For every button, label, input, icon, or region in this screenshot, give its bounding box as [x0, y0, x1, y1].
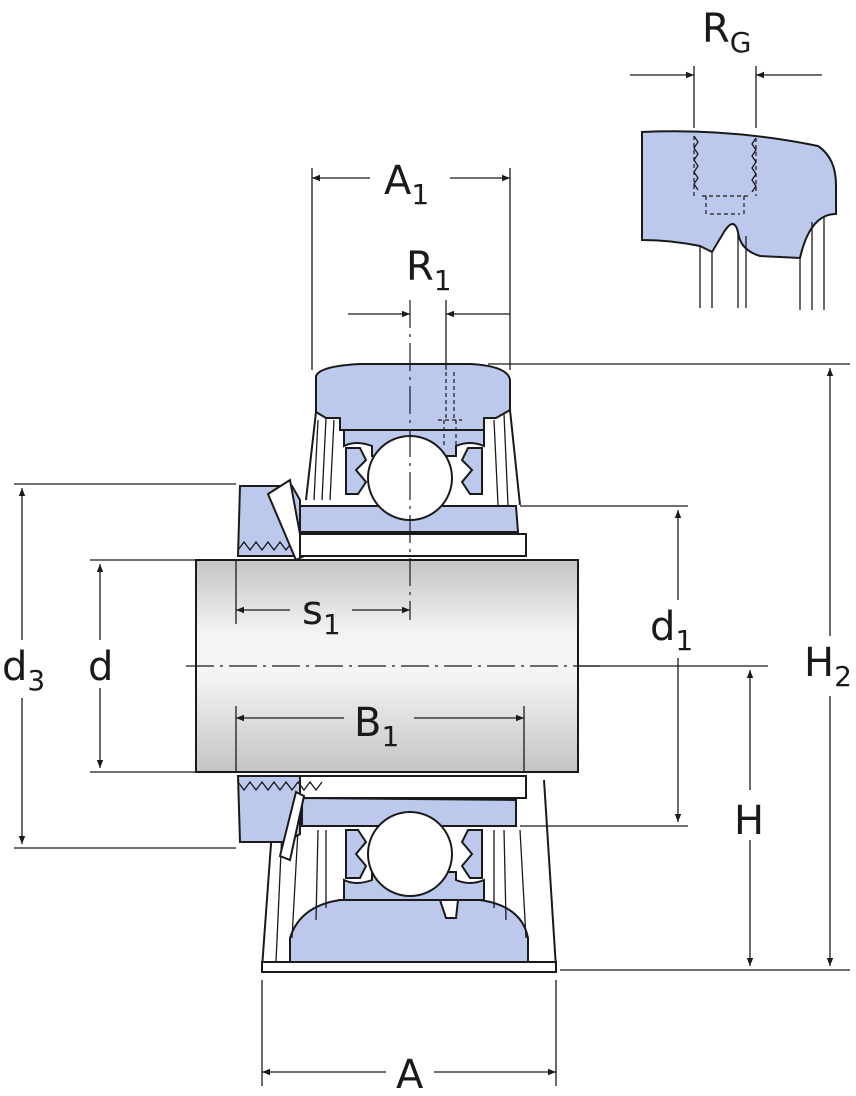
- dim-label-d1: d1: [650, 604, 693, 657]
- dim-d3: d3: [0, 483, 236, 849]
- dim-label-H2: H2: [804, 640, 852, 693]
- detail-view-lubrication-hole: RG: [630, 6, 837, 310]
- dim-label-B1: B1: [354, 700, 399, 753]
- dim-H: H: [578, 665, 774, 966]
- dim-s1: s1: [235, 560, 410, 641]
- dim-label-s1: s1: [302, 588, 341, 641]
- dim-label-d3: d3: [2, 644, 45, 697]
- seal-right-lower: [460, 829, 483, 879]
- detail-housing-section: [641, 130, 837, 260]
- bearing-lower: [236, 775, 527, 919]
- housing-lower-section: [289, 899, 529, 963]
- housing-top-cap: [315, 363, 511, 431]
- dim-label-RG: RG: [702, 6, 752, 59]
- dim-H2: H2: [488, 363, 856, 971]
- seal-left-upper: [345, 447, 368, 495]
- ball-lower: [367, 811, 453, 897]
- dim-B1: B1: [235, 700, 525, 772]
- dim-label-R1: R1: [406, 244, 452, 297]
- dim-label-A1: A1: [384, 158, 429, 211]
- housing: [260, 363, 558, 973]
- dim-d1: d1: [520, 505, 698, 827]
- dim-A1: A1: [311, 158, 511, 370]
- seal-left-lower: [345, 829, 368, 879]
- dim-label-d: d: [88, 644, 113, 690]
- seal-right-upper: [460, 447, 483, 495]
- dim-R1: R1: [348, 244, 510, 370]
- dim-label-A: A: [396, 1052, 424, 1096]
- dim-A: A: [261, 980, 557, 1096]
- dim-d: d: [84, 559, 196, 773]
- housing-base: [261, 961, 557, 973]
- dim-label-H: H: [734, 798, 764, 844]
